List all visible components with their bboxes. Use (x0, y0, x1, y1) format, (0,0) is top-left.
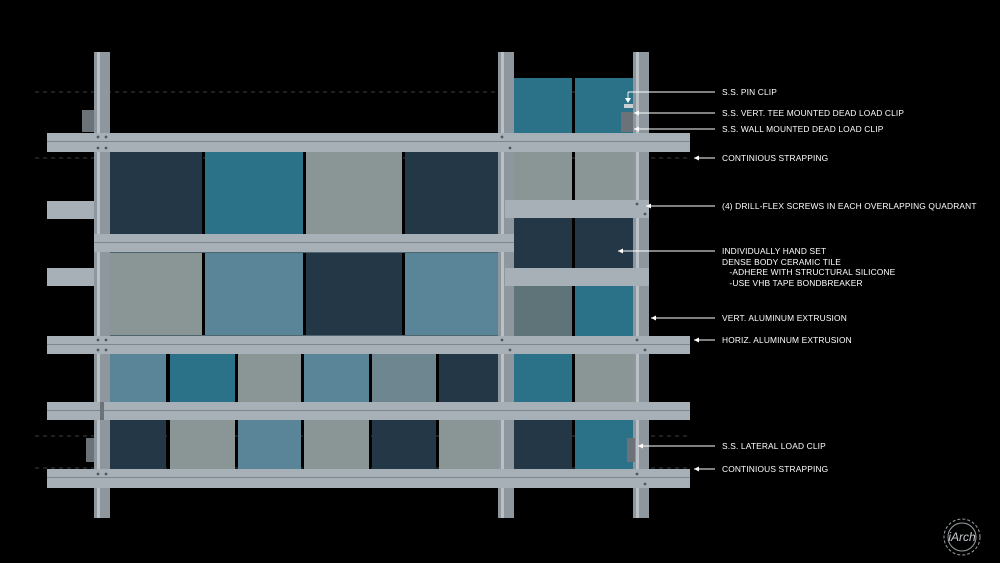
screw (500, 338, 504, 342)
tile (514, 354, 572, 404)
rail-stub (47, 201, 94, 219)
lateral-load-clip (86, 438, 94, 462)
wall-dead-load-clip (621, 112, 633, 132)
watermark-text: iArch (948, 530, 976, 544)
arrow-head (625, 98, 631, 103)
arrow-head (634, 126, 639, 132)
vertical-extrusion-highlight (501, 52, 504, 518)
screw (96, 135, 100, 139)
arrow-head (634, 110, 639, 116)
arrow-head (618, 248, 623, 254)
tile (110, 354, 166, 404)
tile (372, 354, 436, 404)
tile (110, 253, 202, 335)
tile (170, 354, 235, 404)
label-vert-aluminum: VERT. ALUMINUM EXTRUSION (722, 313, 847, 323)
horizontal-rail-line (47, 141, 690, 142)
tile (514, 152, 572, 202)
vert-tee-clip (100, 402, 104, 420)
tile (514, 420, 572, 470)
lateral-load-clip (627, 438, 635, 462)
tile (405, 152, 498, 234)
tile (304, 354, 369, 404)
horizontal-rail-line (94, 242, 514, 243)
screw (96, 338, 100, 342)
tile (306, 152, 402, 234)
tile (110, 152, 202, 234)
tile (575, 152, 633, 202)
tile (575, 354, 633, 404)
tile (514, 78, 572, 134)
tile (170, 420, 235, 470)
label-ss-pin-clip: S.S. PIN CLIP (722, 87, 778, 97)
leader-lines (618, 91, 715, 472)
ceramic-tiles (110, 78, 633, 470)
horizontal-rail-line (47, 344, 690, 345)
label-horiz-aluminum: HORIZ. ALUMINUM EXTRUSION (722, 335, 852, 345)
screw (96, 146, 100, 150)
vertical-extrusion (94, 52, 110, 518)
screw (643, 348, 647, 352)
screw (508, 146, 512, 150)
tile (439, 420, 498, 470)
horizontal-rail-line (47, 477, 690, 478)
arrow-head (638, 443, 643, 449)
screw (104, 135, 108, 139)
screw (635, 472, 639, 476)
screw (104, 338, 108, 342)
tile (205, 152, 303, 234)
screw (500, 135, 504, 139)
label-continuous-strapping-bottom: CONTINIOUS STRAPPING (722, 464, 829, 474)
tile (306, 253, 402, 335)
tile (405, 253, 498, 335)
screw (104, 348, 108, 352)
horizontal-rail (47, 133, 690, 152)
tile (110, 420, 166, 470)
pin-clip (624, 104, 633, 108)
horizontal-rail (505, 268, 649, 286)
screw (643, 212, 647, 216)
tile (238, 354, 301, 404)
label-drill-flex-screws: (4) DRILL-FLEX SCREWS IN EACH OVERLAPPIN… (722, 201, 977, 211)
tile (575, 286, 633, 336)
label-continuous-strapping-top: CONTINIOUS STRAPPING (722, 153, 829, 163)
horizontal-aluminum-extrusions (47, 133, 690, 488)
arrow-head (646, 203, 651, 209)
arrow-head (694, 155, 699, 161)
tile (205, 253, 303, 335)
screw (104, 146, 108, 150)
gear-logo-icon: iArch (943, 518, 981, 556)
tile (238, 420, 301, 470)
screws (96, 135, 647, 486)
vertical-extrusion-highlight (97, 52, 100, 518)
tile (372, 420, 436, 470)
tile (439, 354, 498, 404)
arrow-head (694, 337, 699, 343)
screw (96, 472, 100, 476)
screw (635, 338, 639, 342)
horizontal-rail-line (47, 410, 690, 411)
tile (304, 420, 369, 470)
label-ss-lateral-clip: S.S. LATERAL LOAD CLIP (722, 441, 826, 451)
label-ss-vert-tee-clip: S.S. VERT. TEE MOUNTED DEAD LOAD CLIP (722, 108, 905, 118)
tile (514, 286, 572, 336)
rail-stub (47, 268, 94, 286)
screw (104, 472, 108, 476)
tile (575, 218, 633, 268)
wall-dead-load-clip (82, 110, 94, 132)
tile (575, 420, 633, 470)
arrow-head (651, 315, 656, 321)
screw (508, 348, 512, 352)
screw (635, 202, 639, 206)
screw (96, 348, 100, 352)
arrow-head (694, 466, 699, 472)
tile (514, 218, 572, 268)
horizontal-rail (47, 469, 690, 488)
label-ceramic-tile: INDIVIDUALLY HAND SET DENSE BODY CERAMIC… (722, 246, 896, 288)
load-clips (82, 104, 635, 462)
horizontal-rail (505, 200, 649, 218)
label-ss-wall-clip: S.S. WALL MOUNTED DEAD LOAD CLIP (722, 124, 884, 134)
screw (643, 482, 647, 486)
